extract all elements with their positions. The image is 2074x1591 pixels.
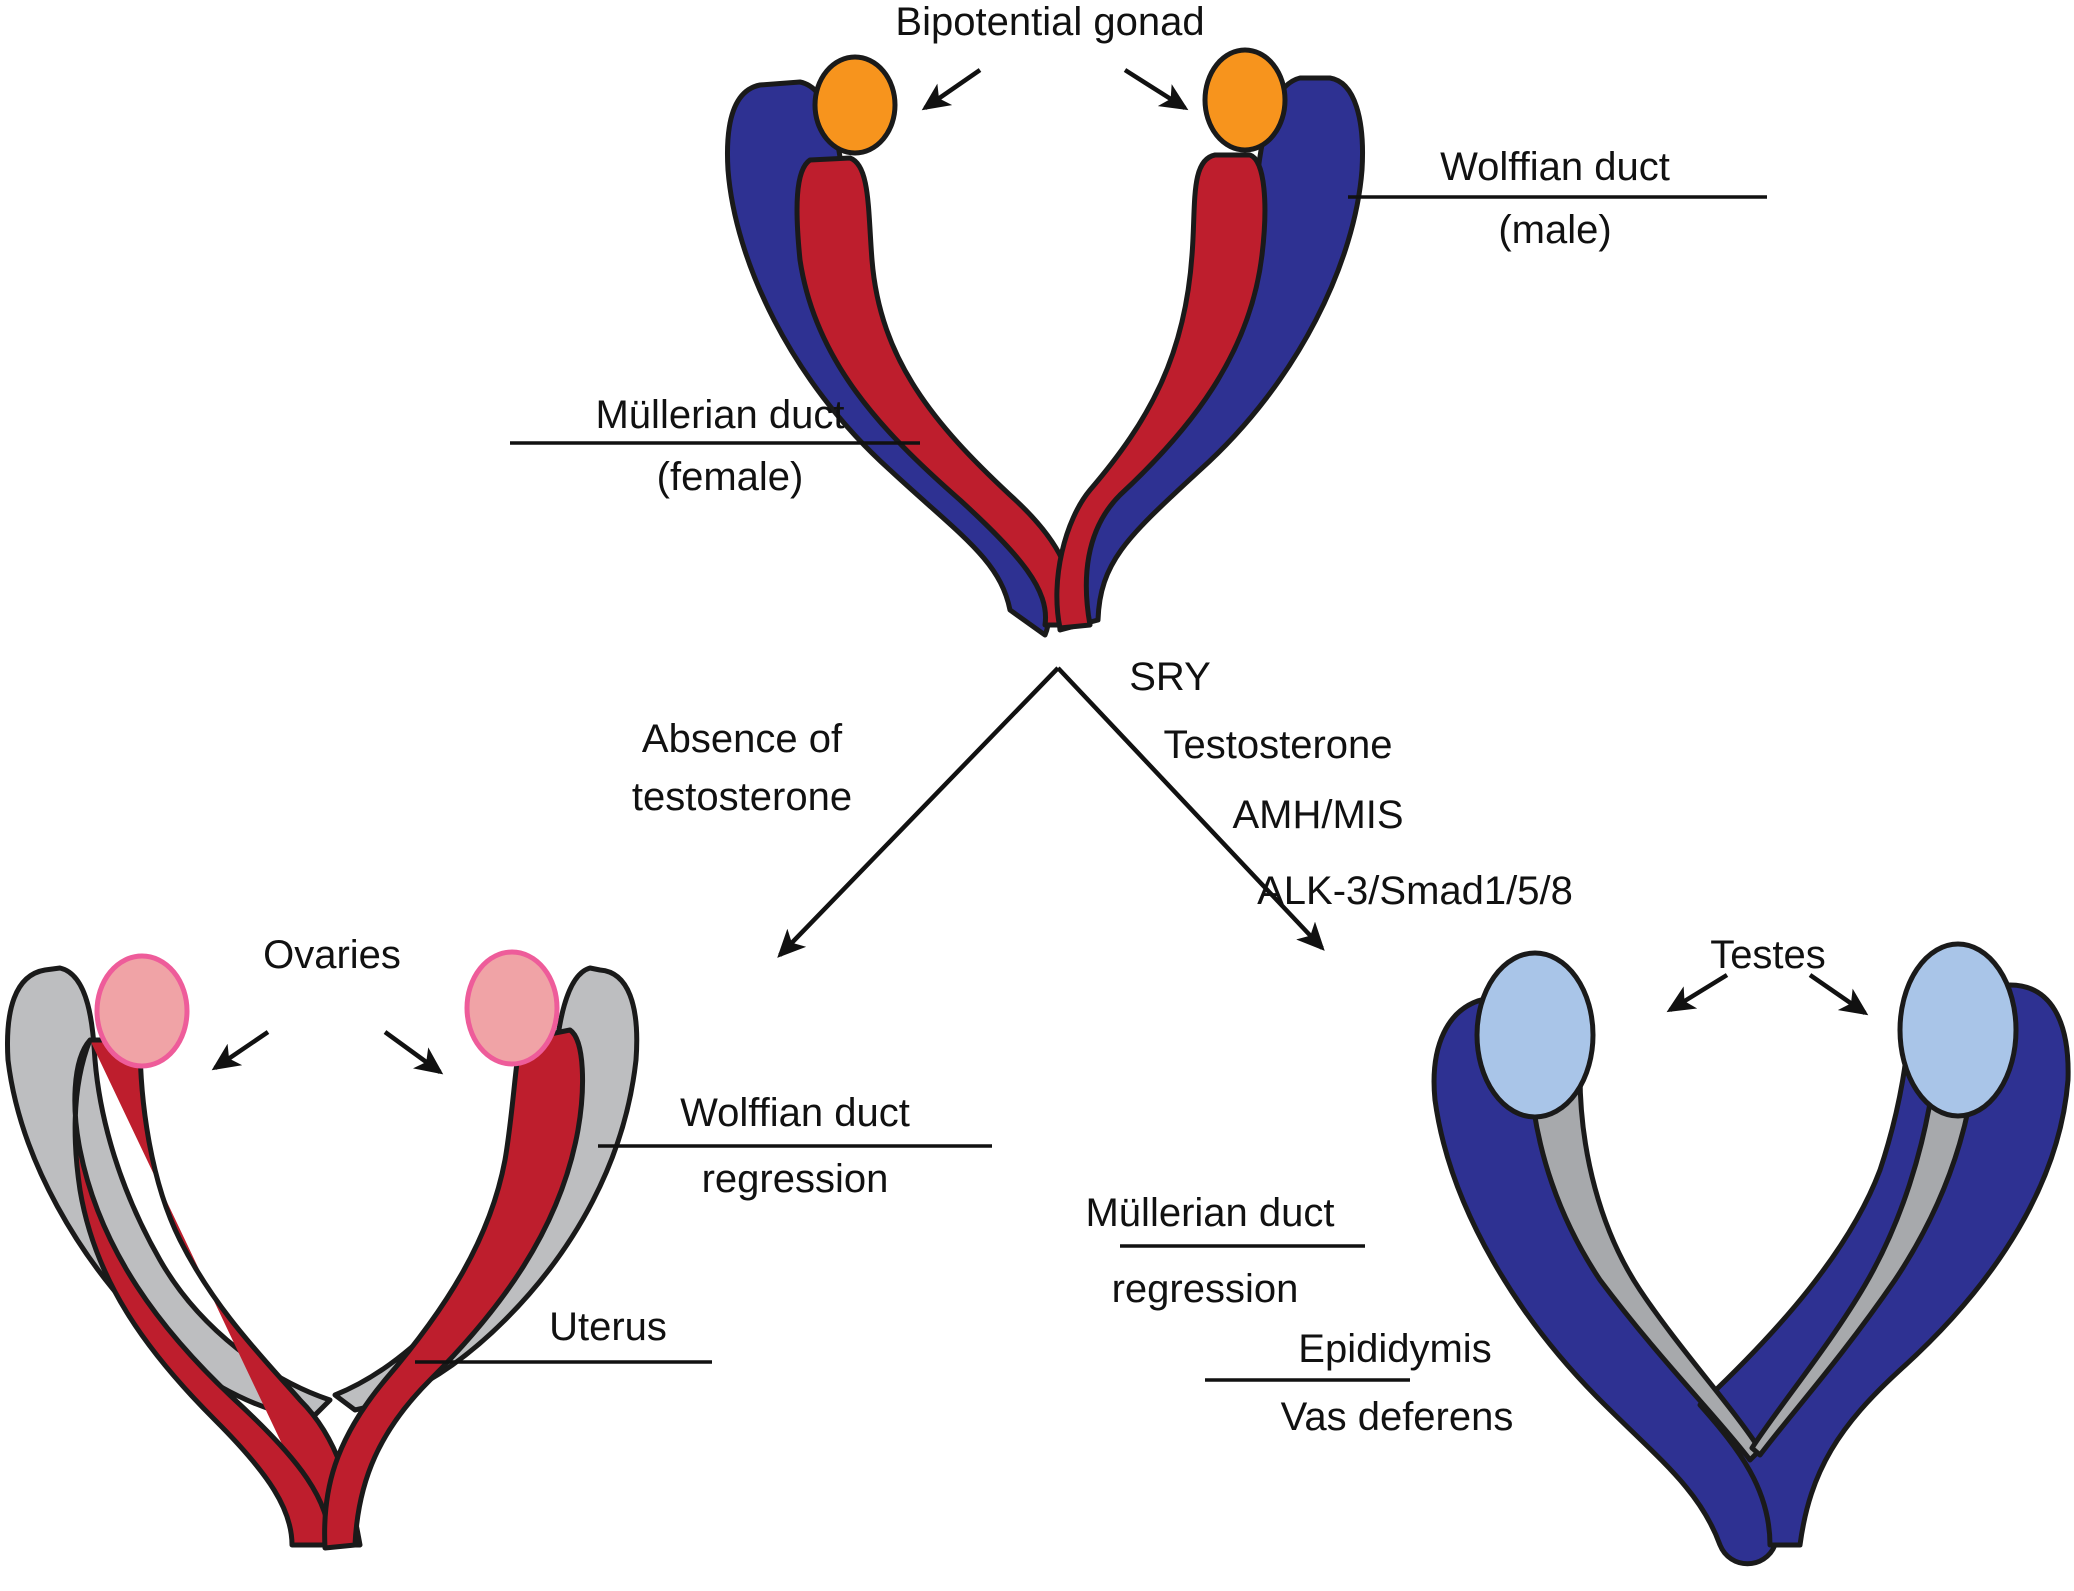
gonad-arrow-right bbox=[1123, 68, 1189, 111]
testes-label: Testes bbox=[1710, 933, 1826, 977]
ovaries-label: Ovaries bbox=[263, 933, 401, 977]
epididymis-label: Epididymis bbox=[1298, 1327, 1491, 1371]
testis-right bbox=[1897, 941, 2019, 1119]
sry-label: SRY bbox=[1129, 655, 1211, 699]
bipotential-stage bbox=[725, 47, 1365, 638]
mullerian-duct-label-top: Müllerian duct bbox=[595, 393, 844, 437]
wolffian-regression-label: Wolffian duct bbox=[680, 1091, 910, 1135]
wolffian-duct-label-top: Wolffian duct bbox=[1440, 145, 1670, 189]
regressed-mullerian-right bbox=[1749, 1067, 1978, 1458]
male-factor-amh: AMH/MIS bbox=[1232, 793, 1403, 837]
male-stage bbox=[1431, 941, 2071, 1567]
uterus-label: Uterus bbox=[549, 1305, 667, 1349]
regressed-wolffian-left bbox=[5, 965, 333, 1423]
ovary-arrow-left bbox=[211, 1030, 270, 1071]
testis-arrow-right bbox=[1808, 973, 1869, 1016]
ovary-arrow-right bbox=[383, 1030, 444, 1075]
mullerian-duct-sublabel-top: (female) bbox=[657, 455, 804, 499]
female-pathway-arrow bbox=[777, 666, 1060, 958]
bipotential-gonad-label: Bipotential gonad bbox=[895, 0, 1204, 44]
differentiation-branch bbox=[777, 666, 1325, 958]
mullerian-duct-right bbox=[1054, 152, 1268, 631]
uterine-horn-right bbox=[322, 1027, 585, 1551]
gonad-arrow-left bbox=[921, 68, 982, 111]
testis-left bbox=[1474, 950, 1596, 1120]
female-stage bbox=[5, 949, 640, 1551]
uterine-horn-left bbox=[72, 1037, 363, 1548]
bipotential-gonad-left bbox=[812, 54, 898, 156]
mullerian-regression-sublabel: regression bbox=[1112, 1267, 1299, 1311]
male-pathway-arrow bbox=[1056, 666, 1325, 951]
testis-arrow-left bbox=[1666, 973, 1729, 1013]
mullerian-regression-label: Müllerian duct bbox=[1085, 1191, 1334, 1235]
ovary-left bbox=[94, 953, 190, 1069]
female-pathway-label-line2: testosterone bbox=[632, 775, 852, 819]
bipotential-gonad-right bbox=[1202, 47, 1288, 153]
ovary-right bbox=[464, 949, 560, 1067]
male-factor-testosterone: Testosterone bbox=[1163, 723, 1392, 767]
wolffian-duct-sublabel-top: (male) bbox=[1498, 208, 1611, 252]
wolffian-regression-sublabel: regression bbox=[702, 1157, 889, 1201]
female-pathway-label-line1: Absence of bbox=[642, 717, 843, 761]
vas-deferens-label: Vas deferens bbox=[1281, 1395, 1514, 1439]
male-factor-alk3: ALK-3/Smad1/5/8 bbox=[1257, 869, 1573, 913]
